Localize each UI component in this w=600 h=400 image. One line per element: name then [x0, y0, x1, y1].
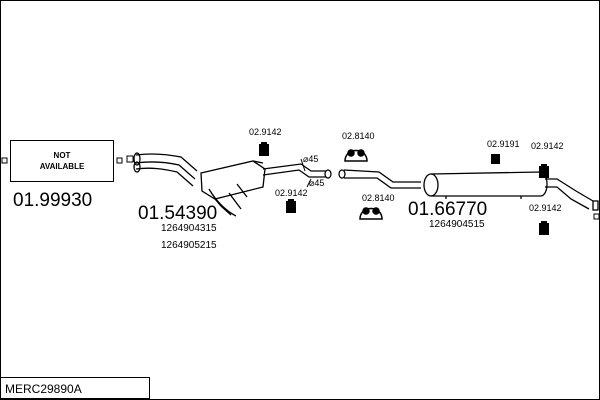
diameter-label-top: ⌀45	[303, 154, 319, 164]
joint-square-1	[116, 157, 123, 164]
clamp-icon	[491, 154, 500, 164]
kit-number-2: 01.54390	[138, 203, 218, 224]
tail-pipe	[545, 178, 599, 211]
front-muffler	[200, 160, 266, 217]
not-available-line1: NOT	[53, 151, 71, 160]
bracket-icon-rear-lower	[539, 221, 549, 235]
left-end-marker	[1, 157, 8, 164]
diameter-label-bottom: ⌀45	[309, 178, 325, 188]
not-available-line2: AVAILABLE	[39, 162, 85, 171]
kit-number-1: 01.99930	[13, 190, 93, 211]
part-label-lower-front-bracket: 02.9142	[275, 188, 308, 198]
joint-square-2	[126, 155, 134, 163]
not-available-box: NOT AVAILABLE	[10, 140, 114, 182]
right-end-marker	[593, 213, 599, 220]
part-label-lower-rear-bracket: 02.9142	[529, 203, 562, 213]
part-label-clamp: 02.9191	[487, 139, 520, 149]
rear-muffler	[423, 171, 548, 199]
part-label-top-front-bracket: 02.9142	[249, 127, 282, 137]
kit-2-ref-2: 1264905215	[161, 240, 217, 251]
rubber-mount-icon-lower	[359, 207, 383, 220]
diagram-code-box: MERC29890A	[0, 377, 150, 399]
kit-3-ref-1: 1264904515	[429, 219, 485, 230]
middle-pipe	[262, 158, 332, 188]
rubber-mount-icon	[344, 149, 368, 162]
bracket-icon	[259, 142, 269, 156]
bracket-icon-rear	[539, 164, 549, 178]
part-label-top-mount: 02.8140	[342, 131, 375, 141]
diagram-code: MERC29890A	[5, 382, 82, 396]
part-label-lower-mount: 02.8140	[362, 193, 395, 203]
connector-pipe	[338, 169, 421, 189]
part-label-top-rear-bracket: 02.9142	[531, 141, 564, 151]
bracket-icon-lower	[286, 199, 296, 213]
front-pipe	[133, 152, 198, 187]
kit-number-3: 01.66770	[408, 199, 488, 220]
kit-2-ref-1: 1264904315	[161, 223, 217, 234]
